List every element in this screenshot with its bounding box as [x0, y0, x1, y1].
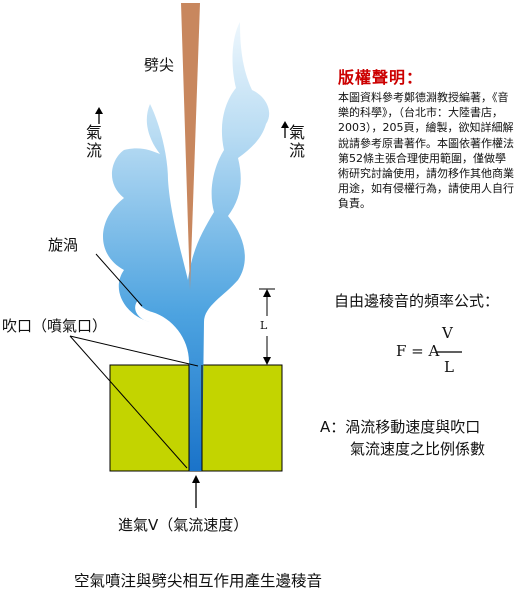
air-jet — [103, 22, 270, 471]
nozzle-label: 吹口（噴氣口） — [2, 317, 108, 335]
air-arrow-left-head — [95, 107, 103, 114]
inlet-arrow-head — [192, 475, 200, 483]
nozzle-pointer-right — [69, 335, 199, 367]
wedge — [181, 3, 200, 290]
figure-caption: 空氣噴注與劈尖相互作用產生邊稜音 — [74, 572, 323, 590]
coefficient-description-line2: 氣流速度之比例係數 — [350, 440, 486, 458]
length-arrow-down — [263, 357, 271, 365]
copyright-body: 本圖資料參考鄭德淵教授編著，《音樂的科學》，（台北市：大陸書店，2003），20… — [338, 91, 514, 211]
vortex-pointer — [95, 253, 143, 307]
length-arrow-up — [263, 289, 271, 297]
vortex-label: 旋渦 — [48, 236, 79, 254]
length-label: L — [260, 319, 268, 332]
formula-title: 自由邊稜音的頻率公式： — [334, 292, 500, 310]
coefficient-description-line1: A：渦流移動速度與吹口 — [320, 418, 481, 436]
formula-denominator: L — [444, 358, 454, 376]
air-flow-label-left: 氣流 — [85, 123, 102, 160]
air-arrow-right-head — [281, 121, 289, 128]
formula-numerator: V — [442, 324, 453, 342]
copyright-title: 版權聲明： — [338, 68, 424, 87]
nozzle-pointer-left — [69, 335, 188, 469]
air-flow-label-right: 氣流 — [288, 123, 305, 160]
formula-lhs: F = A — [396, 342, 440, 360]
wedge-label: 劈尖 — [144, 56, 175, 74]
inlet-label: 進氣V（氣流速度） — [118, 516, 249, 534]
